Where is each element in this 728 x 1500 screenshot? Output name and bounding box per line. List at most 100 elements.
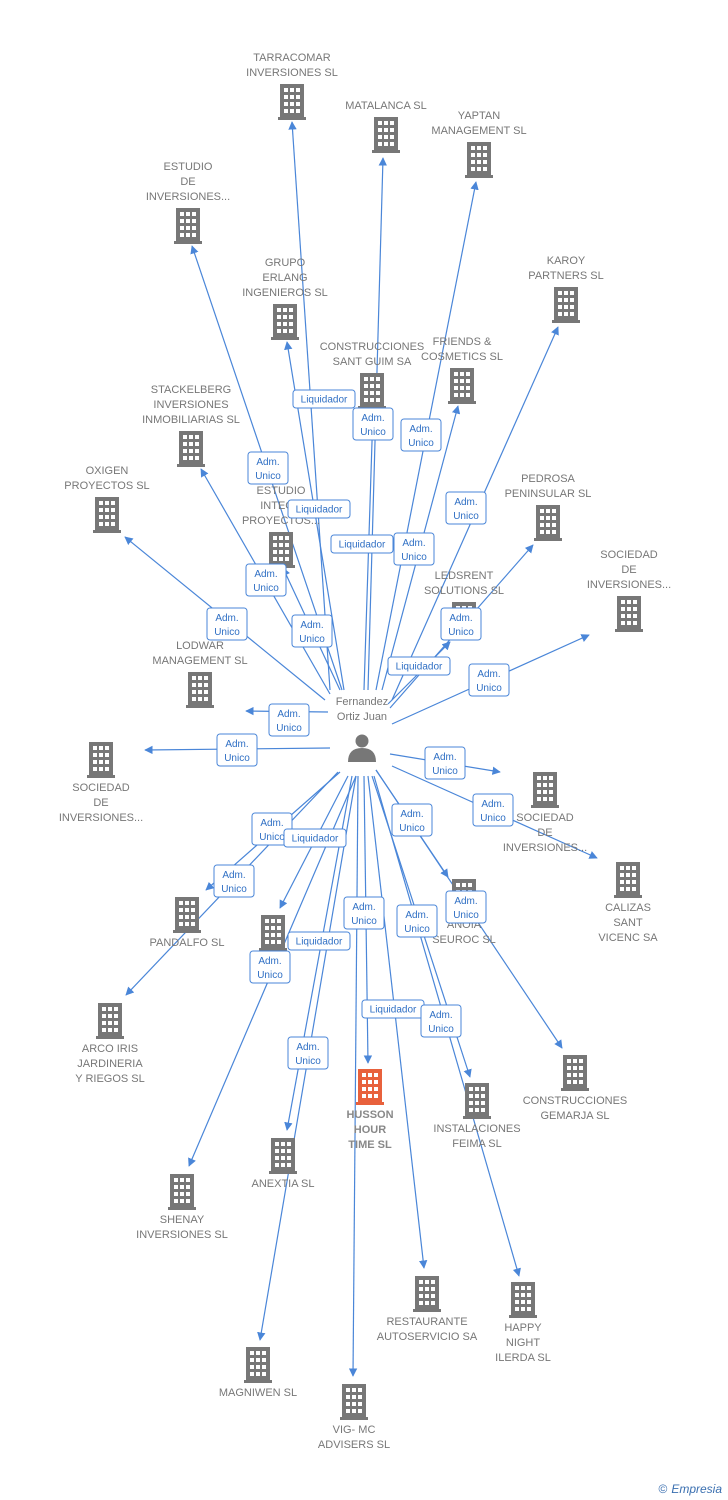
role-box-r-feima[interactable]: Adm.Unico [420,1004,462,1038]
building-icon [271,304,299,340]
role-label: Unico [401,552,427,563]
person-name: Ortiz Juan [337,711,387,723]
company-label: PENINSULAR SL [505,488,592,500]
role-box-r-pedrosa[interactable]: Adm.Unico [440,607,482,641]
building-icon [448,368,476,404]
company-label: INVERSIONES... [59,812,143,824]
company-label: INVERSIONES... [503,842,587,854]
company-node-anextia[interactable]: ANEXTIA SL [252,1138,315,1190]
role-label: Adm. [481,799,504,810]
role-box-r-anoia-1[interactable]: Adm.Unico [391,803,433,837]
company-node-estudio-inv[interactable]: ESTUDIODEINVERSIONES... [146,161,230,244]
role-label: Adm. [400,809,423,820]
role-box-r-friends[interactable]: Adm.Unico [393,532,435,566]
role-box-r-tarracomar[interactable]: Liquidador [292,389,356,409]
company-label: ERLANG [262,272,307,284]
role-box-r-pa-sl[interactable]: Liquidador [287,931,351,951]
company-label: ESTUDIO [257,485,306,497]
company-label: STACKELBERG [151,384,232,396]
role-label: Unico [259,832,285,843]
role-box-r-yaptan[interactable]: Adm.Unico [400,418,442,452]
role-box-r-sociedad-mid[interactable]: Adm.Unico [424,746,466,780]
building-icon [614,862,642,898]
building-icon [552,287,580,323]
building-icon [358,373,386,409]
role-label: Unico [214,627,240,638]
company-node-matalanca[interactable]: MATALANCA SL [345,100,427,153]
company-label: INMOBILIARIAS SL [142,414,240,426]
company-node-pandalfo[interactable]: PANDALFO SL [150,897,225,949]
role-box-r-arco-iris[interactable]: Adm.Unico [213,864,255,898]
role-box-r-stackelberg[interactable]: Adm.Unico [245,563,287,597]
role-box-r-matalanca[interactable]: Adm.Unico [352,407,394,441]
company-label: ANEXTIA SL [252,1178,315,1190]
company-label: INVERSIONES... [146,191,230,203]
building-icon [340,1384,368,1420]
role-box-r-estudio-integ[interactable]: Adm.Unico [291,614,333,648]
company-label: ESTUDIO [164,161,213,173]
role-box-r-calizas[interactable]: Adm.Unico [472,793,514,827]
role-box-r-shenay[interactable]: Adm.Unico [249,950,291,984]
company-label: INVERSIONES... [587,579,671,591]
company-label: SEUROC SL [432,934,496,946]
role-box-r-sociedad-left[interactable]: Adm.Unico [216,733,258,767]
company-node-estudio-integ[interactable]: ESTUDIOINTEGRPROYECTOS... [242,485,320,568]
role-box-r-karoy[interactable]: Adm.Unico [445,491,487,525]
empresia-logo[interactable]: Empresia [671,1482,722,1496]
role-box-r-grupo-erlang[interactable]: Liquidador [287,499,351,519]
role-label: Adm. [260,818,283,829]
role-box-r-lodwar[interactable]: Adm.Unico [268,703,310,737]
role-label: Adm. [405,910,428,921]
company-label: INGENIEROS SL [242,287,328,299]
role-box-r-husson[interactable]: Adm.Unico [343,896,385,930]
building-icon [278,84,306,120]
role-label: Adm. [477,669,500,680]
company-label: HAPPY [504,1322,542,1334]
role-box-r-oxigen[interactable]: Adm.Unico [206,607,248,641]
company-label: MAGNIWEN SL [219,1387,297,1399]
role-box-r-sociedad-right[interactable]: Adm.Unico [468,663,510,697]
company-label: GEMARJA SL [540,1110,609,1122]
company-label: SANT GUIM SA [333,356,412,368]
company-label: KAROY [547,255,586,267]
role-box-r-gemarja[interactable]: Adm.Unico [445,890,487,924]
company-node-sociedad-inv-left[interactable]: SOCIEDADDEINVERSIONES... [59,742,143,824]
role-box-r-anoia-2[interactable]: Adm.Unico [396,904,438,938]
company-node-magniwen[interactable]: MAGNIWEN SL [219,1347,297,1399]
building-icon [372,117,400,153]
company-label: DE [93,797,108,809]
company-node-sociedad-inv-right[interactable]: SOCIEDADDEINVERSIONES... [587,549,671,632]
building-icon [465,142,493,178]
role-box-r-ledsrent[interactable]: Liquidador [387,656,451,676]
company-node-friends-cosmetics[interactable]: FRIENDS &COSMETICS SL [421,336,503,404]
role-box-r-anextia[interactable]: Adm.Unico [287,1036,329,1070]
company-node-sociedad-inv-mid[interactable]: SOCIEDADDEINVERSIONES... [503,772,587,854]
role-box-r-sant-guim[interactable]: Liquidador [330,534,394,554]
role-box-r-vig[interactable]: Liquidador [283,828,347,848]
role-label: Liquidador [396,662,443,673]
role-label: Adm. [258,956,281,967]
role-box-r-estudio-inv[interactable]: Adm.Unico [247,451,289,485]
role-box-r-restaurante[interactable]: Liquidador [361,999,425,1019]
building-icon [356,1069,384,1105]
